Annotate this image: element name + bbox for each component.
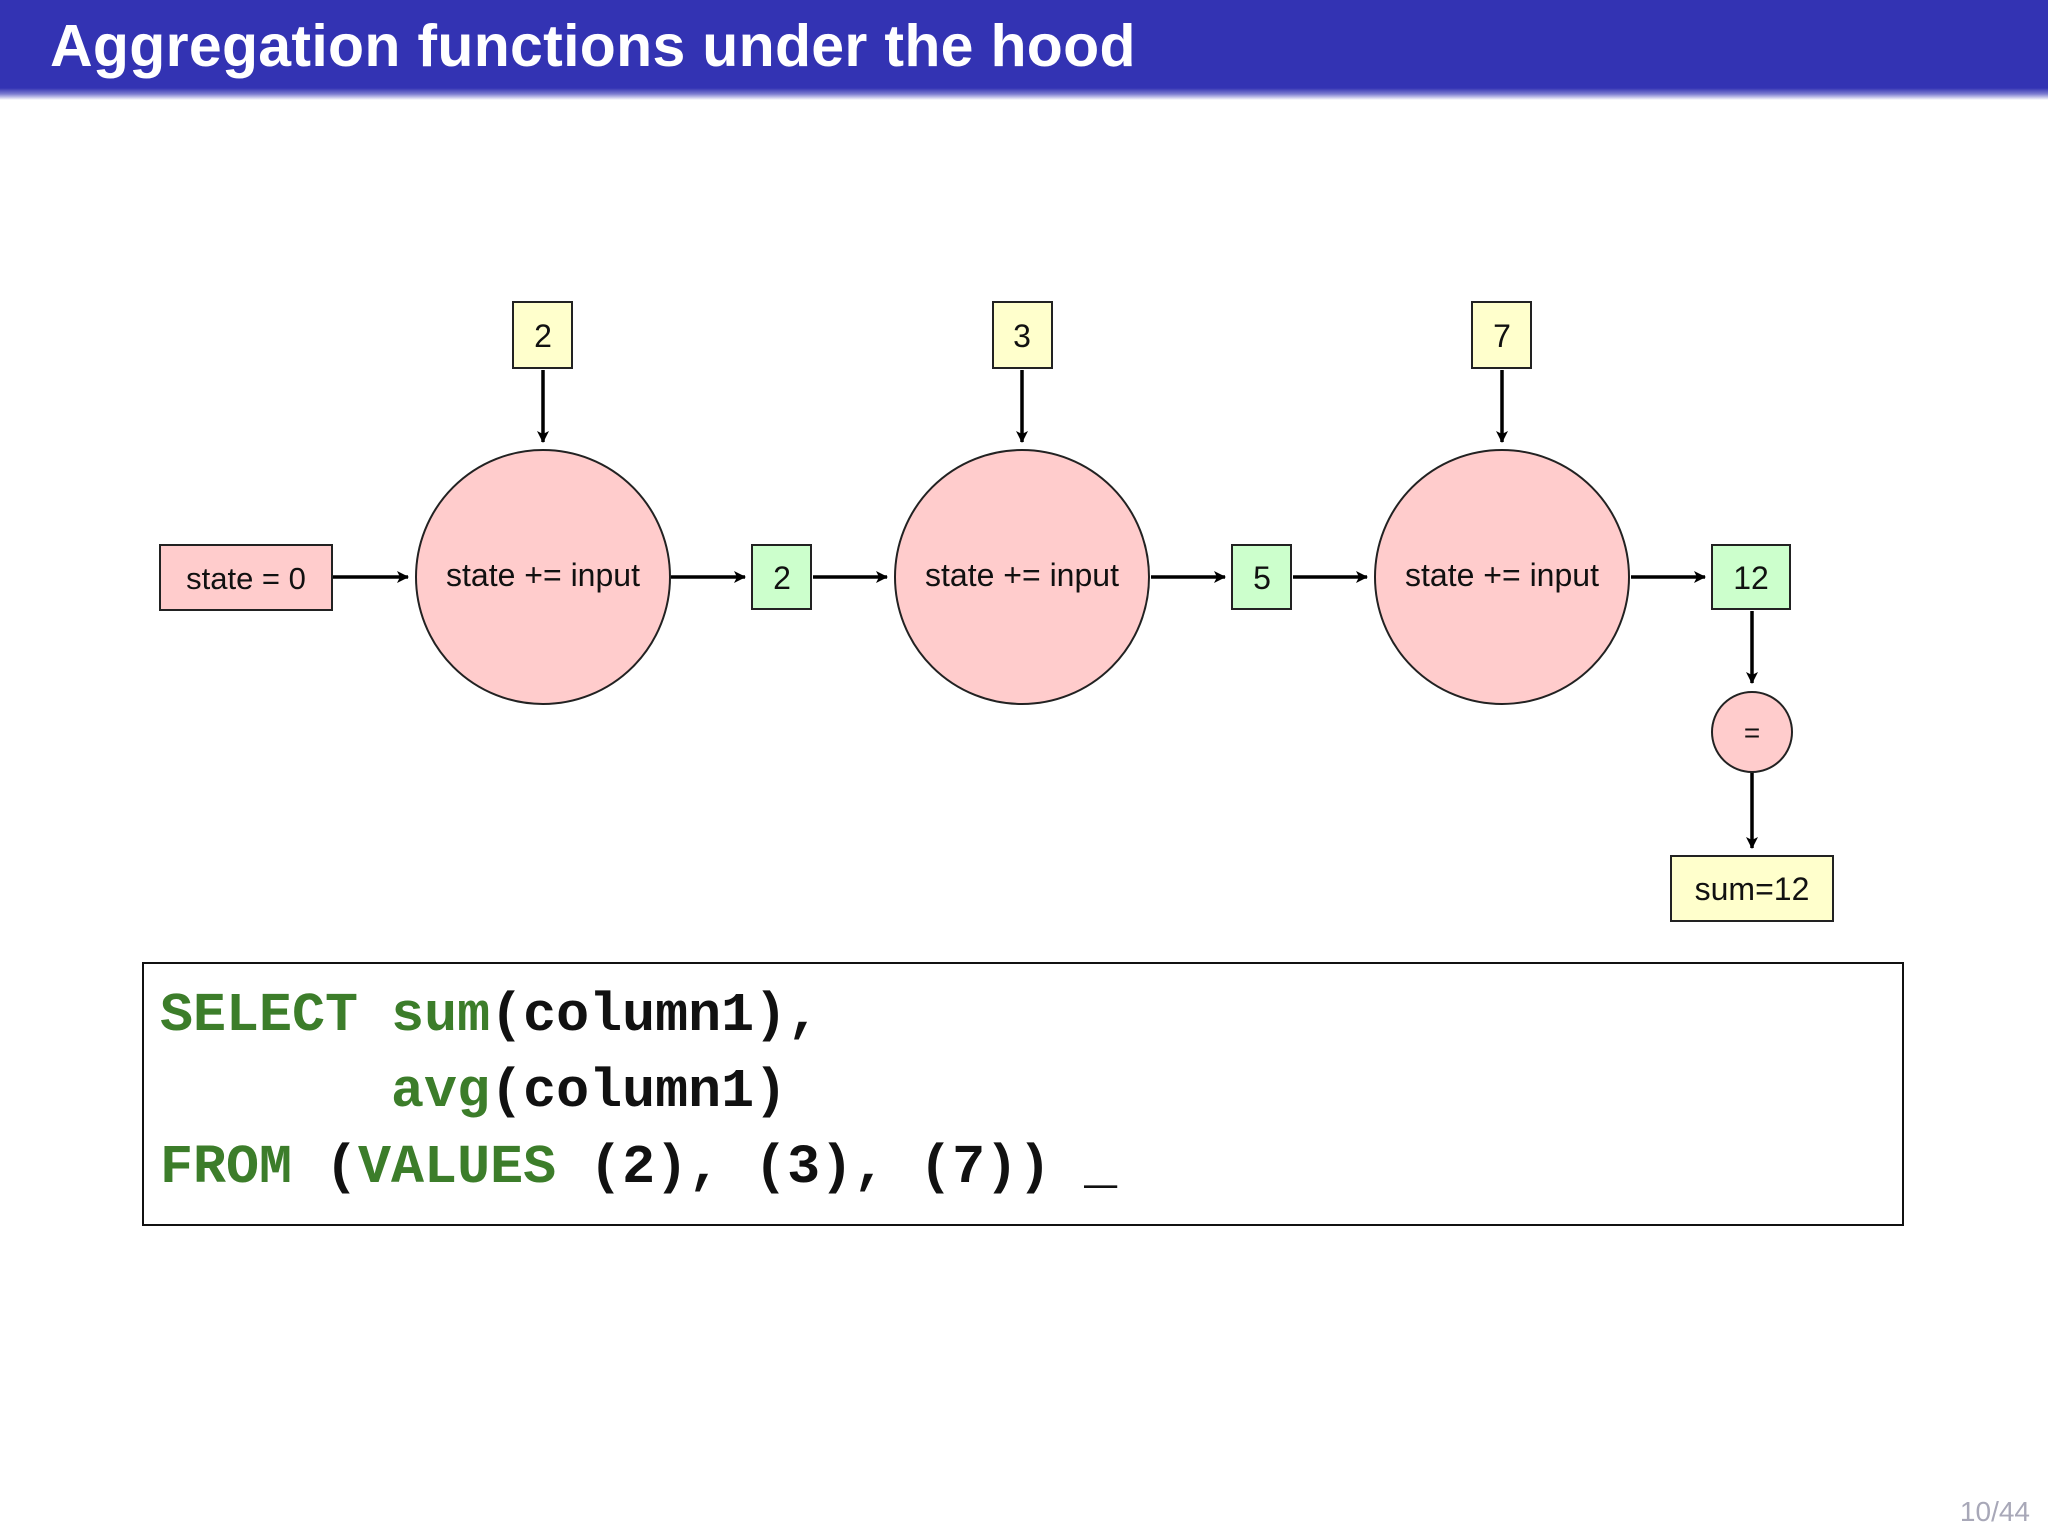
code-paren: ( (292, 1136, 359, 1199)
state-value-3: 12 (1711, 544, 1791, 610)
initial-state-box: state = 0 (159, 544, 333, 611)
slide-header: Aggregation functions under the hood (0, 0, 2048, 100)
input-value-2: 3 (992, 301, 1053, 369)
slide-title: Aggregation functions under the hood (50, 13, 1136, 79)
input-value-2-label: 3 (1013, 318, 1031, 354)
code-keyword-values: VALUES (358, 1136, 557, 1199)
code-indent (160, 1060, 391, 1123)
state-value-1: 2 (751, 544, 812, 610)
page-number: 10/44 (1959, 1496, 2030, 1527)
code-line3-rest: (2), (3), (7)) _ (556, 1136, 1118, 1199)
code-keyword-select: SELECT (160, 984, 359, 1047)
input-value-1-label: 2 (534, 318, 552, 354)
final-op-label: = (1744, 717, 1760, 748)
step-node-1: state += input (415, 449, 671, 705)
final-op-node: = (1711, 691, 1793, 773)
step-node-2-label: state += input (925, 557, 1119, 593)
flow-arrows (333, 370, 1758, 849)
input-value-3-label: 7 (1493, 318, 1511, 354)
input-value-3: 7 (1471, 301, 1532, 369)
initial-state-label: state = 0 (186, 561, 306, 596)
state-value-3-label: 12 (1733, 560, 1769, 596)
code-function-sum: sum (391, 984, 491, 1047)
code-line2-rest: (column1) (490, 1060, 788, 1123)
step-node-1-label: state += input (446, 557, 640, 593)
input-value-1: 2 (512, 301, 573, 369)
state-value-1-label: 2 (773, 560, 791, 596)
sql-code-box: SELECT sum(column1), avg(column1) FROM (… (142, 962, 1904, 1226)
code-line1-rest: (column1), (490, 984, 821, 1047)
step-node-3: state += input (1374, 449, 1630, 705)
code-keyword-from: FROM (160, 1136, 293, 1199)
sql-code: SELECT sum(column1), avg(column1) FROM (… (160, 978, 1117, 1206)
state-value-2-label: 5 (1253, 560, 1271, 596)
step-node-2: state += input (894, 449, 1150, 705)
aggregation-diagram: 2 3 7 state = 0 state += input state += … (159, 301, 1834, 922)
result-box: sum=12 (1670, 855, 1834, 922)
state-value-2: 5 (1231, 544, 1292, 610)
code-function-avg: avg (391, 1060, 491, 1123)
code-space (358, 984, 391, 1047)
result-label: sum=12 (1695, 871, 1810, 907)
step-node-3-label: state += input (1405, 557, 1599, 593)
